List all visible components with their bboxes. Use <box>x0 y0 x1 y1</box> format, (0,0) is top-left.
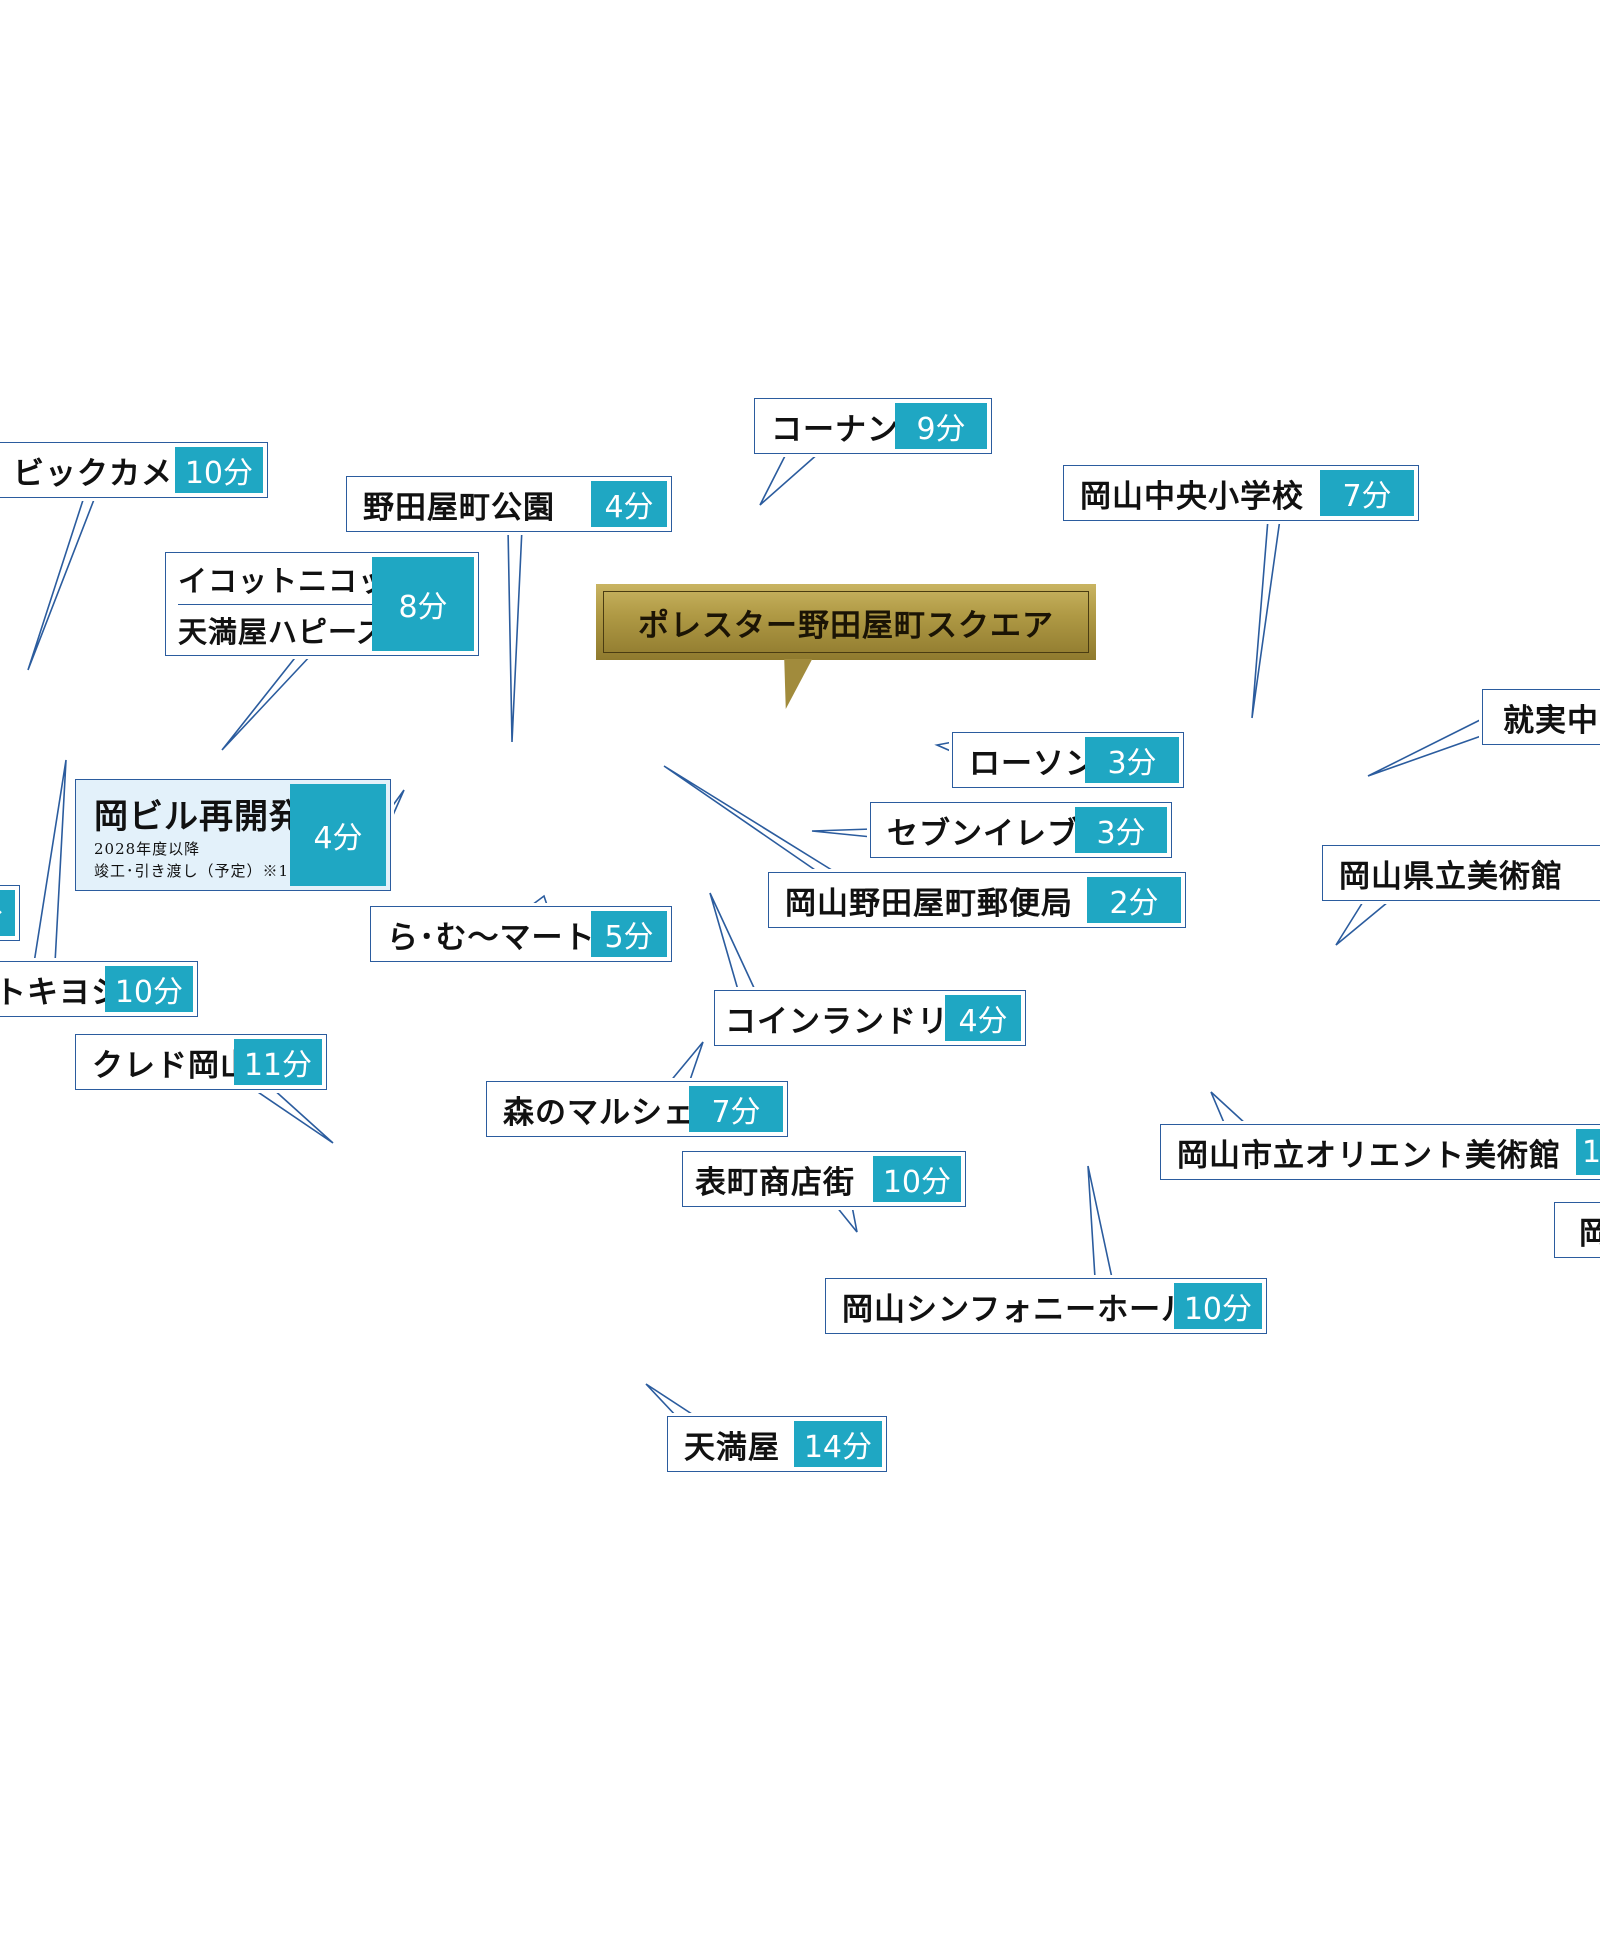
walk-time-badge: 10分 <box>174 447 263 493</box>
walk-time-badge: 5分 <box>591 911 667 957</box>
destination-name: 表町商店街 <box>695 1164 855 1201</box>
callout-seven-eleven[interactable]: セブンイレブン 3分 <box>869 801 1173 859</box>
property-name: ポレスター野田屋町スクエア <box>603 591 1089 653</box>
walk-time-badge: 7分 <box>689 1086 783 1132</box>
callout-okabiru-redevelopment[interactable]: 岡ビル再開発 2028年度以降 竣工･引き渡し（予定）※1 4分 <box>74 778 392 892</box>
callout-icot-nicot[interactable]: イコットニコット 天満屋ハピーズ 8分 <box>164 551 480 657</box>
callout-orient-museum[interactable]: 岡山市立オリエント美術館 1 <box>1159 1123 1600 1181</box>
walk-time-badge: 10分 <box>872 1156 961 1202</box>
destination-name: コインランドリー <box>725 1003 945 1040</box>
leader-seven <box>811 828 873 838</box>
leader-shujitsu <box>1367 717 1485 777</box>
leader-kiyoshi <box>33 759 67 964</box>
callout-nodayacho-park[interactable]: 野田屋町公園 4分 <box>345 475 673 533</box>
walk-time-badge: 14分 <box>793 1421 882 1467</box>
leader-ramu <box>527 894 549 909</box>
destination-name: ローソン <box>969 745 1085 782</box>
destination-name: 天満屋 <box>684 1429 780 1466</box>
callout-coin-laundry[interactable]: コインランドリー 4分 <box>713 989 1027 1047</box>
walk-time-badge: 4分 <box>945 995 1021 1041</box>
callout-shujitsu-junior-high[interactable]: 就実中 <box>1481 688 1600 746</box>
walk-time-badge: 11分 <box>233 1039 322 1085</box>
leader-bic <box>27 496 96 671</box>
callout-prefectural-museum[interactable]: 岡山県立美術館 <box>1321 844 1600 902</box>
leader-lawson <box>934 741 954 753</box>
callout-lawson[interactable]: ローソン 3分 <box>951 731 1185 789</box>
callout-symphony-hall[interactable]: 岡山シンフォニーホール 10分 <box>824 1277 1268 1335</box>
callout-partial-left[interactable]: 分 <box>0 884 21 942</box>
callout-cred-okayama[interactable]: クレド岡山 11分 <box>74 1033 328 1091</box>
leader-orient <box>1210 1091 1248 1126</box>
destination-name: 岡ビル再開発 <box>94 796 290 837</box>
walk-time-badge: 4分 <box>290 784 386 886</box>
callout-mori-no-marche[interactable]: 森のマルシェ 7分 <box>485 1080 789 1138</box>
destination-name: 野田屋町公園 <box>363 489 555 526</box>
walk-time-badge: 9分 <box>895 403 987 449</box>
walk-time-badge: 10分 <box>1173 1283 1262 1329</box>
destination-name: コーナン <box>771 411 895 448</box>
destination-name: 岡山シンフォニーホール <box>842 1291 1174 1328</box>
leader-chuo <box>1251 518 1281 719</box>
walk-time-badge: 分 <box>0 890 15 936</box>
destination-name: ビックカメラ <box>13 455 175 492</box>
destination-name: 森のマルシェ <box>503 1094 689 1131</box>
walk-time-badge: 10分 <box>104 966 193 1012</box>
leader-park <box>507 527 523 743</box>
leader-tenmaya <box>645 1383 699 1419</box>
leader-post <box>663 765 836 873</box>
callout-omotecho-shopping-street[interactable]: 表町商店街 10分 <box>681 1150 967 1208</box>
walk-time-badge: 3分 <box>1075 807 1167 853</box>
leader-icot <box>221 653 313 751</box>
leader-okabiru-side <box>390 789 405 816</box>
completion-note-1: 2028年度以降 <box>94 839 201 858</box>
property-label: ポレスター野田屋町スクエア <box>596 584 1096 660</box>
destination-name: トキヨシ <box>0 974 105 1011</box>
destination-name: セブンイレブン <box>887 815 1075 852</box>
destination-name-line1: イコットニコット <box>178 557 372 605</box>
destination-name: 岡山県立美術館 <box>1339 858 1563 895</box>
callout-ramu-mart[interactable]: ら･む～マート 5分 <box>369 905 673 963</box>
walk-time-badge: 1 <box>1576 1129 1600 1175</box>
destination-name: 岡山市立オリエント美術館 <box>1177 1137 1561 1174</box>
callout-tenmaya[interactable]: 天満屋 14分 <box>666 1415 888 1473</box>
completion-note-2: 竣工･引き渡し（予定）※1 <box>94 861 290 880</box>
destination-name: 岡山中央小学校 <box>1080 478 1304 515</box>
callout-partial-right[interactable]: 岡 <box>1553 1201 1600 1259</box>
leader-cred <box>251 1087 334 1144</box>
destination-name: 就実中 <box>1503 702 1599 739</box>
destination-name: 岡山野田屋町郵便局 <box>785 885 1073 922</box>
leader-marche <box>668 1041 704 1084</box>
walk-time-badge: 2分 <box>1087 877 1181 923</box>
callout-konan[interactable]: コーナン 9分 <box>753 397 993 455</box>
callout-tokiyoshi[interactable]: トキヨシ 10分 <box>0 960 199 1018</box>
destination-name: クレド岡山 <box>92 1047 234 1084</box>
callout-post-office[interactable]: 岡山野田屋町郵便局 2分 <box>767 871 1187 929</box>
walk-time-badge: 4分 <box>591 481 667 527</box>
destination-name-line2: 天満屋ハピーズ <box>178 614 372 649</box>
leader-omote <box>835 1205 858 1233</box>
callout-okayama-chuo-elementary[interactable]: 岡山中央小学校 7分 <box>1062 464 1420 522</box>
leader-museum <box>1335 896 1395 946</box>
walk-time-badge: 3分 <box>1085 737 1179 783</box>
callout-bic-camera[interactable]: ビックカメラ 10分 <box>0 441 269 499</box>
walk-time-badge: 7分 <box>1320 470 1414 516</box>
leader-symphony <box>1087 1165 1113 1279</box>
leader-laundry <box>709 892 756 991</box>
destination-name: 岡 <box>1579 1215 1600 1252</box>
walk-time-badge: 8分 <box>372 557 474 651</box>
leader-konan <box>759 451 821 506</box>
destination-name: ら･む～マート <box>387 919 591 956</box>
